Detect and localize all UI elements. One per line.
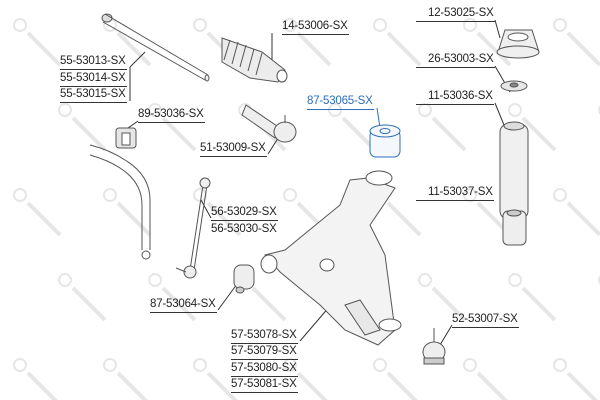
- watermark-stroke: [71, 116, 107, 152]
- dust-cover: [499, 121, 529, 220]
- watermark-logo-mark: [283, 18, 297, 32]
- watermark-stroke: [116, 201, 152, 237]
- watermark-stroke: [161, 116, 197, 152]
- watermark-logo-mark: [553, 358, 567, 372]
- watermark-logo-mark: [598, 275, 600, 285]
- watermark-logo-mark: [463, 188, 477, 202]
- label-stab-link-2[interactable]: 56-53030-SX: [211, 223, 277, 235]
- label-control-arm-4[interactable]: 57-53081-SX: [231, 378, 298, 393]
- watermark-logo-mark: [508, 273, 522, 287]
- label-ball-joint[interactable]: 52-53007-SX: [452, 313, 519, 328]
- bearing: [500, 80, 528, 92]
- watermark-stroke: [251, 286, 287, 322]
- watermark-logo-mark: [508, 103, 522, 117]
- watermark-stroke: [386, 31, 422, 67]
- watermark-logo-mark: [283, 188, 297, 202]
- label-tie-rod-2[interactable]: 55-53014-SX: [60, 72, 127, 87]
- watermark-logo-mark: [463, 358, 477, 372]
- watermark-logo-mark: [193, 358, 207, 372]
- watermark-logo-mark: [13, 358, 27, 372]
- bushing-highlight: [369, 124, 401, 158]
- label-control-arm-3[interactable]: 57-53080-SX: [231, 362, 298, 377]
- watermark-stroke: [521, 286, 557, 322]
- watermark-logo-mark: [373, 18, 387, 32]
- watermark-stroke: [521, 116, 557, 152]
- watermark-logo-mark: [103, 358, 117, 372]
- watermark-logo-mark: [553, 18, 567, 32]
- ball-joint: [422, 328, 446, 365]
- watermark-stroke: [26, 201, 62, 237]
- watermark-logo-mark: [148, 273, 162, 287]
- watermark-stroke: [431, 286, 467, 322]
- bump-stop: [502, 209, 527, 246]
- watermark-logo-mark: [193, 188, 207, 202]
- watermark-logo-mark: [103, 188, 117, 202]
- label-dust-cover[interactable]: 11-53036-SX: [416, 90, 494, 105]
- label-stab-bushing[interactable]: 89-53036-SX: [138, 108, 205, 123]
- label-tie-rod-3[interactable]: 55-53015-SX: [60, 88, 127, 103]
- watermark-stroke: [476, 31, 512, 67]
- label-boot[interactable]: 14-53006-SX: [282, 20, 349, 35]
- watermark-stroke: [566, 201, 600, 237]
- label-tie-rod-end[interactable]: 51-53009-SX: [200, 142, 267, 157]
- tie-rod-end: [241, 104, 297, 143]
- watermark-stroke: [26, 31, 62, 67]
- steering-boot: [221, 37, 288, 83]
- label-arm-bushing[interactable]: 87-53064-SX: [150, 298, 217, 313]
- label-stab-link-1[interactable]: 56-53029-SX: [211, 206, 278, 221]
- watermark-logo-mark: [463, 18, 477, 32]
- label-strut-mount[interactable]: 12-53025-SX: [416, 7, 495, 22]
- inner-tie-rod: [101, 13, 210, 82]
- watermark-logo-mark: [598, 105, 600, 115]
- watermark-logo-mark: [418, 273, 432, 287]
- watermark-stroke: [296, 31, 332, 67]
- watermark-stroke: [431, 116, 467, 152]
- leader-lines: [127, 19, 511, 346]
- watermark-logo-mark: [148, 103, 162, 117]
- watermark-logo-mark: [58, 273, 72, 287]
- watermark-logo-mark: [553, 188, 567, 202]
- watermark-logo-mark: [58, 103, 72, 117]
- label-control-arm-2[interactable]: 57-53079-SX: [231, 345, 298, 360]
- watermark-stroke: [386, 201, 422, 237]
- stabilizer-bar: [89, 144, 151, 260]
- stabilizer-link: [175, 177, 211, 279]
- label-control-arm-1[interactable]: 57-53078-SX: [231, 329, 298, 344]
- watermark-stroke: [71, 286, 107, 322]
- watermark-logo-mark: [328, 103, 342, 117]
- stabilizer-bushing: [115, 127, 137, 149]
- watermark-logo-mark: [13, 188, 27, 202]
- watermark-logo-mark: [373, 358, 387, 372]
- watermark-stroke: [206, 201, 242, 237]
- watermark-logo-mark: [13, 18, 27, 32]
- watermark-stroke: [566, 31, 600, 67]
- label-bump-stop[interactable]: 11-53037-SX: [416, 186, 494, 201]
- label-bearing[interactable]: 26-53003-SX: [416, 53, 495, 68]
- lower-control-arm: [260, 170, 402, 346]
- watermark-stroke: [116, 31, 152, 67]
- strut-mount: [496, 29, 540, 59]
- watermark-logo-mark: [193, 18, 207, 32]
- arm-bushing: [233, 264, 255, 294]
- label-bushing-highlight[interactable]: 87-53065-SX: [307, 95, 374, 110]
- watermark-stroke: [161, 286, 197, 322]
- label-tie-rod-1[interactable]: 55-53013-SX: [60, 55, 127, 70]
